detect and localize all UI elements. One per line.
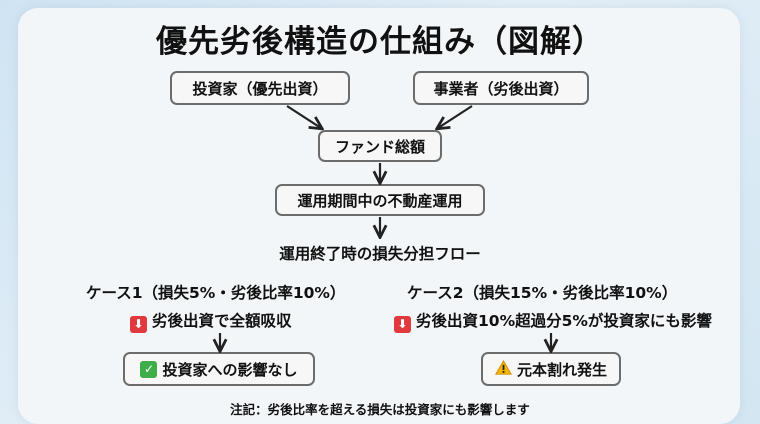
- footnote: 注記：劣後比率を超える損失は投資家にも影響します: [230, 402, 530, 417]
- warning-icon: [494, 359, 512, 379]
- case1-result-box: ✓投資家への影響なし: [123, 352, 315, 386]
- case1-step-text: 劣後出資で全額吸収: [152, 312, 292, 330]
- page-title: 優先劣後構造の仕組み（図解）: [156, 24, 604, 60]
- fund-total-box: ファンド総額: [318, 130, 442, 162]
- check-icon: ✓: [140, 360, 158, 378]
- case1-result-text: 投資家への影響なし: [162, 360, 298, 379]
- arrow-investor-to-fund: [286, 105, 321, 128]
- flow-label: 運用終了時の損失分担フロー: [279, 245, 481, 263]
- down-arrow-icon: ⬇: [130, 315, 147, 333]
- case1-title: ケース1（損失5%・劣後比率10%）: [86, 284, 346, 302]
- case2-result-text: 元本割れ発生: [516, 360, 607, 379]
- case2-step: ⬇ 劣後出資10%超過分5%が投資家にも影響: [394, 309, 712, 333]
- down-arrow-icon: ⬇: [394, 315, 411, 333]
- investor-box: 投資家（優先出資）: [170, 71, 350, 105]
- case2-title: ケース2（損失15%・劣後比率10%）: [407, 284, 678, 302]
- case2-step-text: 劣後出資10%超過分5%が投資家にも影響: [416, 312, 712, 330]
- operator-box: 事業者（劣後出資）: [413, 71, 589, 105]
- arrow-operator-to-fund: [438, 105, 473, 128]
- case1-step: ⬇ 劣後出資で全額吸収: [130, 309, 292, 333]
- operation-box: 運用期間中の不動産運用: [275, 184, 485, 216]
